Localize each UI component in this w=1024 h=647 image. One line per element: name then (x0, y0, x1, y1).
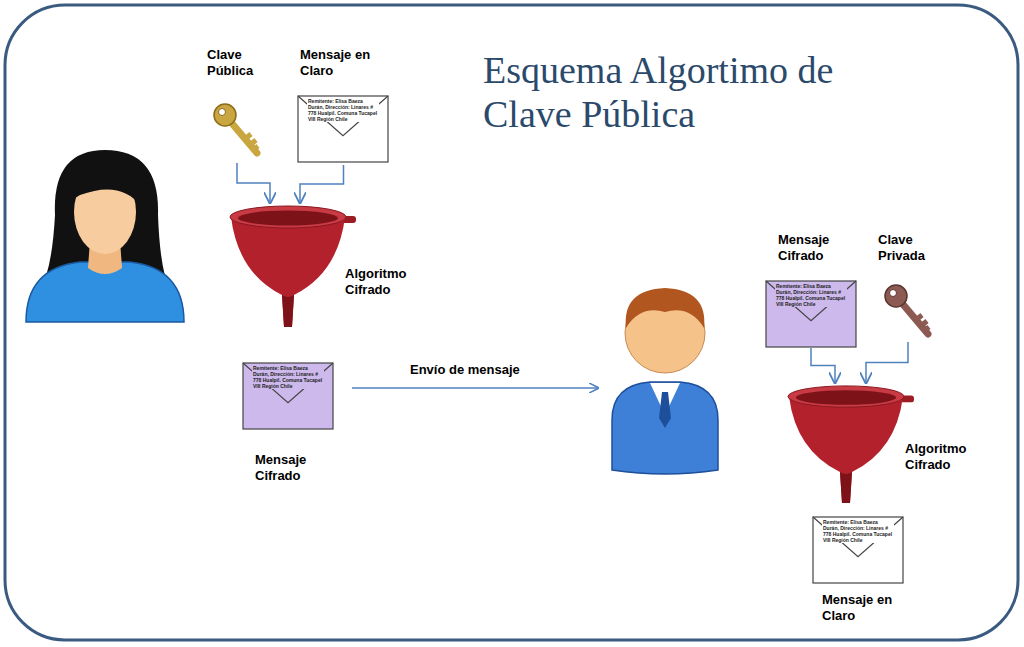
diagram-node: Clave Privada (876, 230, 940, 342)
flow-arrow (866, 342, 908, 383)
diagram-node: Algoritmo Cifrado (786, 383, 982, 505)
diagram-node: Clave Pública (205, 45, 269, 163)
flow-arrow (300, 165, 344, 203)
frame (5, 5, 1018, 640)
funnel-icon (228, 203, 358, 329)
node-label: Algoritmo Cifrado (345, 266, 420, 298)
diagram-node: Algoritmo Cifrado (228, 203, 422, 329)
envelope-text: Remitente: Elisa Baeza Durán, Dirección:… (307, 98, 379, 122)
woman-figure (26, 150, 184, 322)
node-label: Mensaje en Claro (822, 592, 906, 624)
node-label: Mensaje Cifrado (255, 452, 333, 484)
diagram-node: Remitente: Elisa Baeza Durán, Dirección:… (240, 360, 336, 490)
flow-arrow (237, 163, 270, 203)
envelope-text: Remitente: Elisa Baeza Durán, Dirección:… (822, 519, 894, 543)
key-icon (211, 101, 263, 159)
funnel-icon (786, 383, 916, 505)
node-label: Clave Pública (207, 47, 267, 79)
node-label: Mensaje en Claro (300, 47, 390, 79)
node-label: Algoritmo Cifrado (905, 441, 980, 473)
flow-arrow (811, 348, 835, 383)
arrow-label: Envío de mensaje (410, 362, 520, 378)
node-label: Clave Privada (878, 232, 938, 264)
man-figure (612, 288, 718, 474)
diagram-node: Mensaje CifradoRemitente: Elisa Baeza Du… (763, 230, 859, 348)
diagram-node: Remitente: Elisa Baeza Durán, Dirección:… (810, 514, 908, 639)
envelope-text: Remitente: Elisa Baeza Durán, Dirección:… (775, 283, 847, 307)
node-label: Mensaje Cifrado (778, 232, 856, 264)
diagram-title: Esquema Algortimo de Clave Pública (483, 48, 903, 136)
key-icon (882, 282, 934, 340)
diagram-node: Mensaje en ClaroRemitente: Elisa Baeza D… (295, 45, 392, 165)
envelope-text: Remitente: Elisa Baeza Durán, Dirección:… (252, 365, 324, 389)
send-arrow (352, 387, 598, 389)
